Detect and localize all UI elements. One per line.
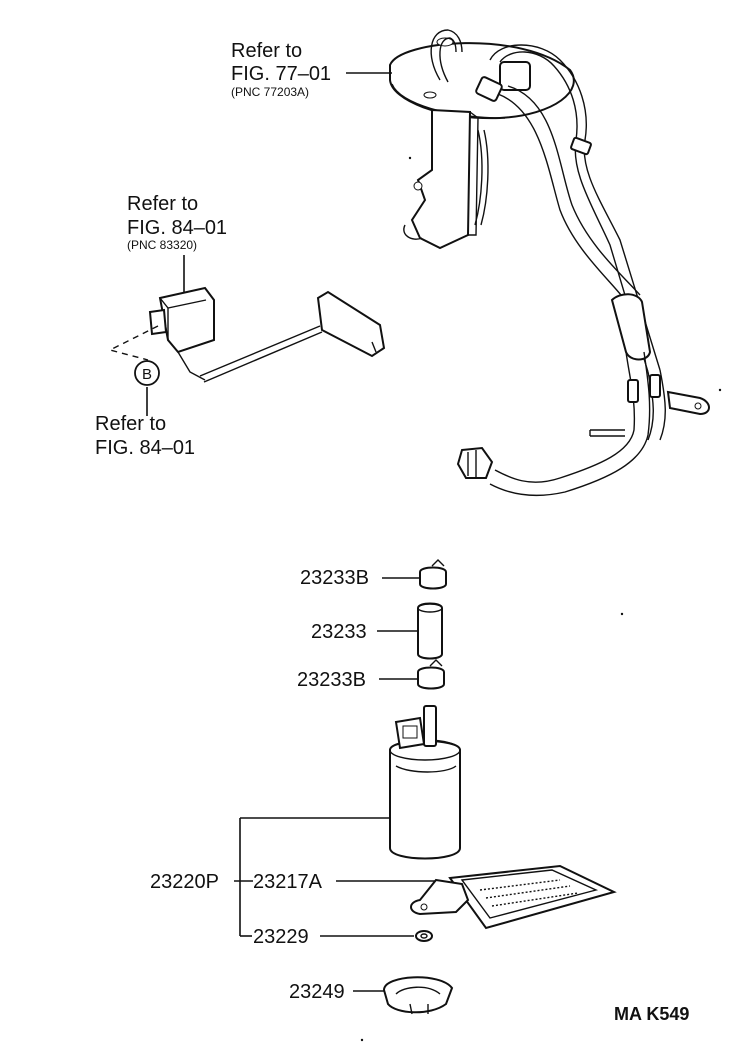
assembly-bracket: [234, 818, 253, 937]
ref-main-pnc: (PNC 77203A): [231, 85, 309, 99]
fuel-pump: [240, 705, 461, 860]
svg-text:B: B: [142, 366, 152, 383]
ref-main-unit: Refer to FIG. 77–01 (PNC 77203A): [231, 40, 392, 99]
ref-sender-bottom-line2: FIG. 84–01: [95, 437, 195, 459]
ref-sender-top: Refer to FIG. 84–01 (PNC 83320): [127, 193, 227, 252]
part-label-23249: 23249: [289, 981, 345, 1003]
pump-bracket-assembly: [389, 29, 722, 496]
part-23229-washer: 23229: [253, 926, 433, 948]
ref-sender-top-line1: Refer to: [127, 193, 198, 215]
ref-main-line2: FIG. 77–01: [231, 63, 331, 85]
part-label-23220p: 23220P: [150, 871, 219, 893]
part-23249-cushion: 23249: [289, 976, 454, 1015]
figure-code: MA K549: [614, 1004, 689, 1024]
part-label-23229: 23229: [253, 926, 309, 948]
part-label-23233b-bottom: 23233B: [297, 669, 366, 691]
part-23217a-filter: 23217A: [253, 864, 617, 930]
part-23233-hose: 23233: [311, 602, 443, 660]
ref-sender-bottom-line1: Refer to: [95, 413, 166, 435]
ref-sender-top-line2: FIG. 84–01: [127, 217, 227, 239]
fuel-sender-gauge: [108, 255, 386, 416]
part-23233b-top: 23233B: [300, 559, 447, 590]
ref-main-line1: Refer to: [231, 40, 302, 62]
ref-sender-top-pnc: (PNC 83320): [127, 238, 197, 252]
part-label-23233b-top: 23233B: [300, 567, 369, 589]
part-label-23217a: 23217A: [253, 871, 323, 893]
part-23233b-bottom: 23233B: [297, 659, 445, 691]
circle-marker-b: B: [134, 360, 160, 386]
part-label-23233: 23233: [311, 621, 367, 643]
part-23220p-label: 23220P: [150, 871, 219, 893]
ref-sender-bottom: Refer to FIG. 84–01: [95, 413, 195, 459]
